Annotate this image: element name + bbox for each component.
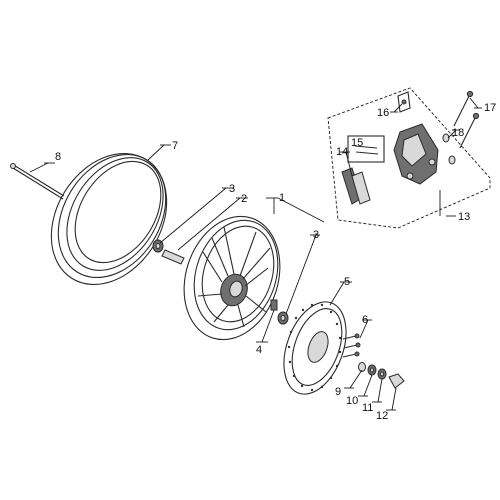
callout-3-lower: 3 (313, 229, 319, 241)
brake-caliper (393, 123, 439, 185)
callout-9: 9 (335, 386, 341, 398)
callout-13: 13 (458, 211, 470, 223)
washers-18 (442, 133, 456, 165)
seal-10 (367, 364, 377, 376)
callout-10: 10 (346, 395, 358, 407)
callout-5: 5 (344, 276, 350, 288)
tyre (50, 153, 168, 285)
callout-3-upper: 3 (229, 183, 235, 195)
callout-12: 12 (376, 410, 388, 422)
wheel-spokes (197, 226, 271, 328)
disc-screws (342, 333, 361, 358)
callout-8: 8 (55, 151, 61, 163)
leader-lines (29, 97, 482, 411)
bearing-11 (377, 368, 387, 380)
callout-6: 6 (362, 314, 368, 326)
caliper-bolts (453, 90, 480, 149)
bearing-right (277, 311, 289, 325)
brake-pads (341, 167, 371, 205)
callout-15: 15 (351, 137, 363, 149)
callout-14: 14 (336, 146, 348, 158)
callout-17: 17 (484, 102, 496, 114)
clip-16 (397, 91, 411, 113)
washer-9 (358, 362, 366, 372)
callout-labels: 1 2 3 3 4 5 6 7 8 9 10 11 12 13 14 15 16… (55, 102, 496, 422)
spacer-12 (388, 373, 405, 389)
disc-holes (287, 303, 342, 392)
wheel-rim (183, 215, 281, 341)
callout-18: 18 (452, 127, 464, 139)
spacer (161, 249, 185, 265)
callout-2: 2 (241, 193, 247, 205)
caliper-group-frame (327, 87, 491, 229)
callout-1: 1 (279, 192, 285, 204)
axle (10, 163, 65, 200)
callout-16: 16 (377, 107, 389, 119)
callout-11: 11 (362, 402, 373, 414)
pad-pins (347, 135, 385, 163)
callout-4: 4 (256, 344, 262, 356)
brake-disc (283, 301, 347, 395)
valve (270, 299, 278, 311)
callout-7: 7 (172, 140, 178, 152)
